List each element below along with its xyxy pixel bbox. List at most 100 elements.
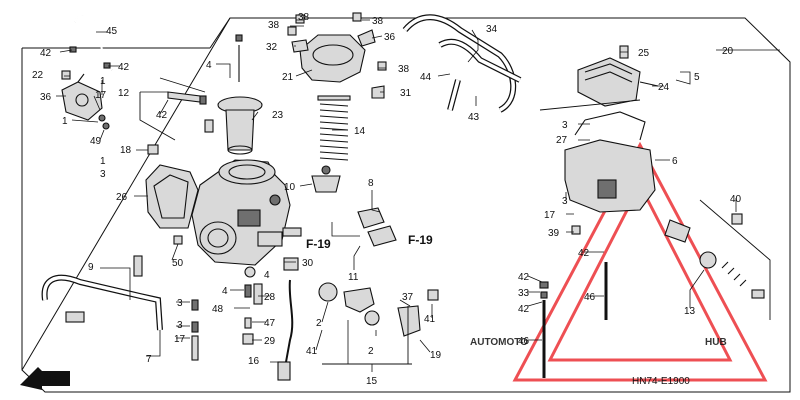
callout-10: 10 bbox=[284, 182, 296, 193]
callout-4: 4 bbox=[222, 286, 228, 297]
callout-21: 21 bbox=[282, 72, 294, 83]
callout-20: 20 bbox=[722, 46, 734, 57]
leader-lines bbox=[56, 19, 780, 372]
needle-4 bbox=[235, 34, 243, 82]
callout-29: 29 bbox=[264, 336, 276, 347]
callout-42: 42 bbox=[118, 62, 130, 73]
callout-45: 45 bbox=[106, 26, 118, 37]
bracket-36b bbox=[357, 29, 376, 47]
small-parts-33-42 bbox=[539, 281, 549, 299]
diagram-frame bbox=[21, 17, 791, 393]
ref-f19-right: F-19 bbox=[408, 233, 433, 247]
bracket-32 bbox=[291, 39, 309, 53]
callout-1: 1 bbox=[100, 156, 106, 167]
callout-14: 14 bbox=[354, 126, 366, 137]
callout-43: 43 bbox=[468, 112, 480, 123]
callout-37: 37 bbox=[402, 292, 414, 303]
carburetor-body bbox=[191, 159, 302, 266]
callout-13: 13 bbox=[684, 306, 696, 317]
callout-4: 4 bbox=[264, 270, 270, 281]
accelerator-pump-13 bbox=[664, 219, 765, 299]
frame-corner bbox=[209, 17, 231, 49]
sensor-group-8 bbox=[357, 207, 397, 247]
callout-46: 46 bbox=[518, 336, 530, 347]
screw-39 bbox=[571, 225, 581, 235]
callout-17: 17 bbox=[544, 210, 556, 221]
choke-assembly-15 bbox=[318, 282, 439, 337]
callout-33: 33 bbox=[518, 288, 530, 299]
clip-42a bbox=[69, 46, 77, 53]
front-arrow: FR. bbox=[20, 367, 70, 390]
fuel-pump-36 bbox=[61, 73, 103, 121]
callout-8: 8 bbox=[368, 178, 374, 189]
watermark-text-right: HUB bbox=[705, 337, 727, 348]
callout-6: 6 bbox=[672, 156, 678, 167]
callout-46: 46 bbox=[584, 292, 596, 303]
callout-28: 28 bbox=[264, 292, 276, 303]
front-label: FR. bbox=[44, 375, 60, 386]
callout-31: 31 bbox=[400, 88, 412, 99]
callout-26: 26 bbox=[116, 192, 128, 203]
callout-1: 1 bbox=[100, 76, 106, 87]
rod-46 bbox=[542, 262, 608, 378]
callout-3: 3 bbox=[177, 298, 183, 309]
callout-32: 32 bbox=[266, 42, 278, 53]
watermark-text-left: AUTOMOTO bbox=[470, 337, 528, 348]
callout-11: 11 bbox=[348, 272, 359, 283]
control-module-5 bbox=[577, 57, 641, 107]
callout-42: 42 bbox=[518, 272, 530, 283]
fuel-hose-45 bbox=[74, 13, 113, 71]
callout-40: 40 bbox=[730, 194, 742, 205]
callout-3: 3 bbox=[562, 120, 568, 131]
callout-27: 27 bbox=[556, 135, 568, 146]
jets-3-17 bbox=[191, 299, 199, 361]
callout-38: 38 bbox=[372, 16, 384, 27]
callout-2: 2 bbox=[368, 346, 374, 357]
lower-jets bbox=[242, 266, 263, 345]
callout-42: 42 bbox=[156, 110, 168, 121]
callout-3: 3 bbox=[177, 320, 183, 331]
hose-12 bbox=[167, 91, 207, 105]
callout-38: 38 bbox=[268, 20, 280, 31]
spring-14 bbox=[317, 95, 351, 161]
ref-f19-left: F-19 bbox=[306, 237, 331, 251]
clip-42b bbox=[103, 62, 111, 69]
callout-41: 41 bbox=[306, 346, 318, 357]
jet-10 bbox=[311, 165, 341, 193]
callout-49: 49 bbox=[90, 136, 102, 147]
callout-19: 19 bbox=[430, 350, 442, 361]
callout-50: 50 bbox=[172, 258, 184, 269]
callout-22: 22 bbox=[32, 70, 44, 81]
diagram-code: HN74-E1900 bbox=[632, 376, 690, 387]
drain-hose-9 bbox=[41, 255, 163, 331]
callout-34: 34 bbox=[486, 24, 498, 35]
cover-26 bbox=[145, 164, 199, 229]
screw-18 bbox=[147, 144, 159, 155]
callout-36: 36 bbox=[40, 92, 52, 103]
callout-48: 48 bbox=[212, 304, 224, 315]
callout-17: 17 bbox=[174, 334, 186, 345]
screw-50 bbox=[173, 235, 183, 245]
screws-38 bbox=[287, 12, 387, 71]
bracket-12 bbox=[139, 77, 206, 141]
callout-12: 12 bbox=[118, 88, 130, 99]
callout-41: 41 bbox=[424, 314, 436, 325]
callout-38: 38 bbox=[398, 64, 410, 75]
callout-18: 18 bbox=[120, 145, 132, 156]
clip-42c bbox=[204, 119, 214, 133]
callout-1: 1 bbox=[62, 116, 68, 127]
callout-labels: 45 42 42 1 22 36 17 1 49 1 3 12 42 18 26… bbox=[32, 12, 742, 387]
sensor-wire-16 bbox=[277, 257, 299, 381]
callout-42: 42 bbox=[578, 248, 590, 259]
callout-23: 23 bbox=[272, 110, 284, 121]
callout-42: 42 bbox=[40, 48, 52, 59]
vent-hose-34 bbox=[402, 14, 522, 113]
screw-22 bbox=[61, 70, 71, 80]
callout-3: 3 bbox=[100, 169, 106, 180]
callout-15: 15 bbox=[366, 376, 378, 387]
callout-38: 38 bbox=[298, 12, 310, 23]
callout-3: 3 bbox=[562, 196, 568, 207]
callout-24: 24 bbox=[658, 82, 670, 93]
watermark-logo: AUTOMOTO HUB bbox=[470, 337, 727, 348]
